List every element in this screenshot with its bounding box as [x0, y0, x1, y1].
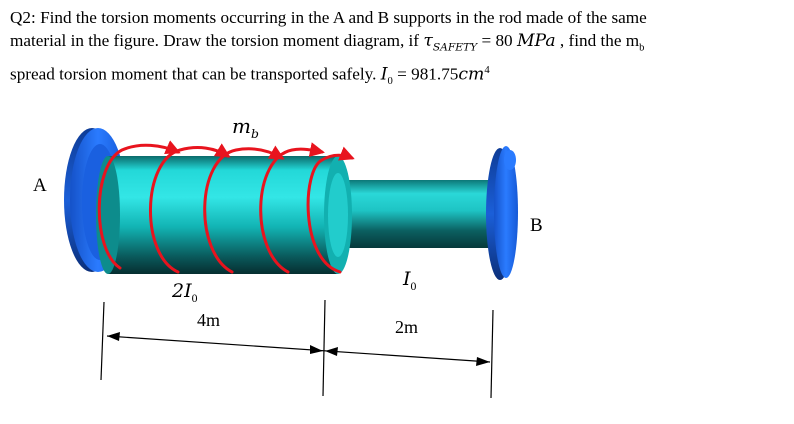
support-b	[486, 146, 518, 280]
section2-inertia-label: I0	[403, 268, 417, 293]
torque-arrow	[203, 145, 285, 274]
length2-label: 2m	[395, 317, 419, 337]
mb-subscript: b	[639, 42, 645, 54]
stress-unit: MPa	[516, 31, 556, 51]
dimension-lines	[100, 299, 494, 399]
torque-arrow	[259, 142, 325, 274]
tau-subscript: SAFETY	[432, 40, 478, 54]
length1-label: 4m	[197, 310, 221, 330]
tau-symbol: τ	[423, 31, 433, 51]
dimension-arrowheads	[107, 332, 490, 366]
moment-label: mb	[232, 114, 259, 141]
shaft-large-section	[96, 156, 352, 274]
question-line-1: Q2: Find the torsion moments occurring i…	[10, 8, 647, 27]
torque-arrows	[97, 140, 355, 274]
torque-arrow	[306, 146, 355, 274]
support-b-label: B	[530, 215, 543, 236]
question-line-3: spread torsion moment that can be transp…	[10, 65, 490, 88]
section1-inertia-label: 2I0	[172, 280, 198, 305]
question-line-2: material in the figure. Draw the torsion…	[10, 31, 645, 54]
question-text: Q2: Find the torsion moments occurring i…	[10, 6, 788, 94]
support-a-label: A	[33, 175, 47, 196]
torque-arrow	[149, 143, 231, 274]
torque-arrow	[97, 140, 181, 270]
